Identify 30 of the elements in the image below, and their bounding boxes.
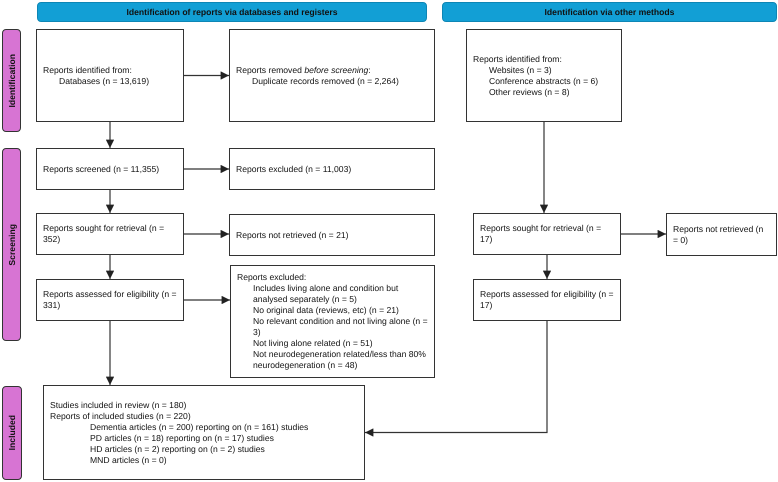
process-box: Reports identified from: Websites (n = 3) Conference abstracts (n = 6) Other reviews (n = 8): [466, 29, 622, 122]
arrow: [540, 122, 548, 213]
process-box: Reports not retrieved (n = 21): [229, 214, 435, 256]
arrow: [365, 321, 548, 437]
process-box: Reports not retrieved (n = 0): [666, 213, 777, 256]
process-box: Reports sought for retrieval (n = 352): [36, 213, 184, 255]
arrow: [184, 164, 229, 174]
process-box: Reports assessed for eligibility (n = 17): [473, 279, 621, 321]
process-box: Reports assessed for eligibility (n = 331): [36, 279, 184, 321]
process-box: Studies included in review (n = 180) Reports of included studies (n = 220) Dementia articles (n = 200) reporting on (n = 161) studies PD articles (n = 18) reporting on (n = 17) studies HD articles (n = 2) reporting on (n = 2) studies MND articles (n = 0): [43, 385, 365, 480]
arrow: [106, 321, 114, 385]
arrow: [184, 296, 230, 304]
process-box: Reports screened (n = 11,355): [36, 148, 184, 190]
phase-label: Identification: [2, 29, 21, 132]
arrow: [542, 255, 552, 279]
arrow: [106, 190, 114, 213]
phase-label: Included: [2, 386, 22, 480]
section-header: Identification of reports via databases and registers: [37, 2, 427, 22]
phase-label: Screening: [2, 148, 21, 341]
arrow: [106, 255, 114, 279]
process-box: Reports removed before screening: Duplicate records removed (n = 2,264): [229, 29, 435, 122]
process-box: Reports excluded (n = 11,003): [229, 148, 435, 190]
arrow: [106, 122, 114, 148]
process-box: Reports excluded: Includes living alone and condition but analysed separately (n = 5) No original data (reviews, etc) (n = 21) No relevant condition and not living alone (n = 3) Not living alone related (n = 51) Not neurodegeneration related/less than 80% neurodegeneration (n = 48): [230, 265, 435, 378]
arrow: [621, 230, 666, 238]
section-header: Identification via other methods: [442, 2, 777, 22]
process-box: Reports sought for retrieval (n = 17): [473, 213, 621, 255]
process-box: Reports identified from: Databases (n = 13,619): [36, 29, 184, 122]
arrow: [184, 71, 229, 80]
arrow: [184, 230, 229, 238]
